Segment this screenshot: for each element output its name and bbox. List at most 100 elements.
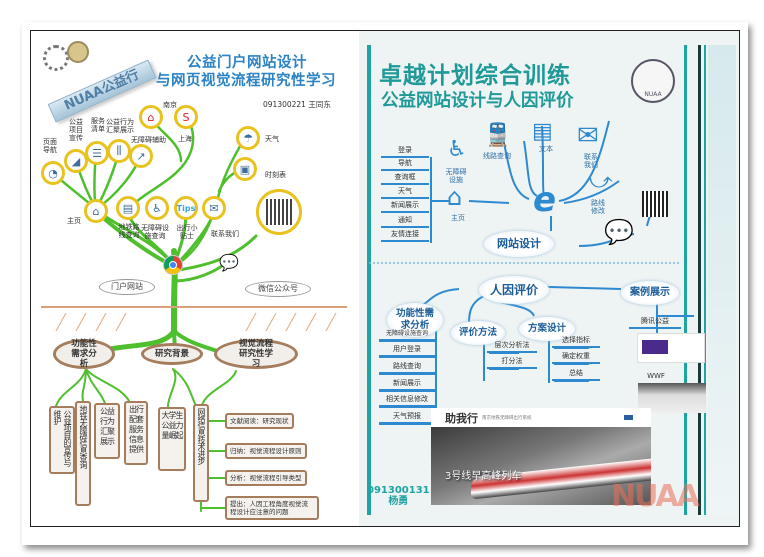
home-icon: ⌂ bbox=[84, 199, 108, 223]
banner-title: 助我行 bbox=[445, 411, 478, 425]
node-label: 地铁路线查询 bbox=[118, 223, 140, 239]
func-list-item: 相关信息修改 bbox=[379, 394, 435, 407]
oval-hf-eval: 人因评价 bbox=[479, 276, 549, 304]
node-label: 页面导航 bbox=[43, 138, 57, 154]
accessibility-icon: ♿ bbox=[145, 196, 169, 220]
case-item: 腾讯公益 bbox=[629, 316, 681, 329]
func-box: 地铁无障碍信息查询 bbox=[75, 401, 91, 506]
oval-case-show: 案例展示 bbox=[621, 281, 679, 305]
site-banner: 助我行 南京地铁无障碍出行系统 bbox=[431, 408, 651, 427]
icon-label: 线路查询 bbox=[483, 152, 511, 160]
author: 091300221 王同东 bbox=[263, 100, 331, 109]
node-label: 公益行为汇聚展示 bbox=[106, 118, 134, 134]
arrow-icon: ↗ bbox=[129, 144, 153, 168]
node-label: 时刻表 bbox=[265, 171, 286, 179]
func-list-item: 无障碍设施查询 bbox=[379, 328, 435, 341]
func-list-item: 新闻展示 bbox=[379, 378, 435, 391]
oval-func-analysis: 功能性需求分析 bbox=[387, 303, 443, 337]
func-list-item: 天气预报 bbox=[379, 411, 435, 424]
mindmap-lines bbox=[369, 120, 694, 463]
node-label: 联系我们 bbox=[211, 230, 239, 238]
qr-code[interactable] bbox=[642, 191, 668, 217]
nav-list-item: 登录 bbox=[381, 145, 429, 158]
right-accent-bar bbox=[698, 45, 701, 515]
wechat-icon: 💬 bbox=[604, 218, 634, 246]
node-label: 天气 bbox=[265, 135, 279, 143]
right-title-line1: 卓越计划综合训练 bbox=[379, 63, 571, 89]
oval-eval-method: 评价方法 bbox=[451, 321, 505, 345]
metro-icon: ▤ bbox=[116, 196, 140, 220]
icon-label: 路线修改 bbox=[591, 199, 605, 215]
icon-label: 文本 bbox=[539, 145, 553, 153]
node-label: 公益项目宣传 bbox=[69, 118, 83, 142]
poster-canvas: NUAA公益行 公益门户网站设计 与网页视觉流程研究性学习 091300221 … bbox=[30, 30, 740, 527]
method-list-item: 层次分析法 bbox=[487, 340, 537, 353]
nav-list-item: 导航 bbox=[381, 158, 429, 171]
nav-list-item: 天气 bbox=[381, 186, 429, 199]
right-title-line2: 公益网站设计与人因评价 bbox=[381, 91, 574, 111]
shanghai-icon: S bbox=[174, 105, 198, 129]
badge-icon bbox=[67, 41, 89, 63]
nav-list-item: 友情连接 bbox=[381, 229, 429, 242]
university-seal: NUAA bbox=[631, 59, 675, 103]
tencent-screenshot bbox=[637, 333, 705, 363]
qr-code[interactable] bbox=[256, 189, 302, 235]
document-icon: ▤ bbox=[532, 119, 553, 144]
oval-plan-design: 方案设计 bbox=[519, 317, 575, 341]
plan-list-item: 选择指标 bbox=[552, 335, 600, 348]
weather-icon: ☂ bbox=[236, 126, 260, 150]
nav-list-item: 新闻展示 bbox=[381, 200, 429, 213]
node-label: 无障碍设施查询 bbox=[141, 224, 169, 240]
people-icon: ⫼ bbox=[107, 139, 131, 163]
node-label: 服务清单 bbox=[91, 117, 105, 133]
author-name: 杨勇 bbox=[388, 496, 409, 507]
seal-text: NUAA bbox=[644, 91, 662, 98]
mail-icon: ✉ bbox=[202, 196, 226, 220]
bubble-wechat: 微信公众号 bbox=[245, 281, 311, 297]
node-label: 上海 bbox=[178, 135, 192, 143]
checklist-icon: ☰ bbox=[85, 141, 109, 165]
icon-label: 主页 bbox=[451, 214, 465, 222]
nuaa-watermark: NUAA bbox=[611, 479, 700, 514]
left-poster: NUAA公益行 公益门户网站设计 与网页视觉流程研究性学习 091300221 … bbox=[31, 31, 357, 526]
oval-site-design: 网站设计 bbox=[484, 231, 554, 257]
timetable-icon: ▣ bbox=[233, 157, 257, 181]
mail-icon: ✉ bbox=[577, 121, 599, 151]
gear-icon bbox=[43, 45, 69, 71]
oval-functional-analysis: 功能性需求分析 bbox=[53, 339, 115, 369]
node-label: 出行小贴士 bbox=[176, 224, 198, 240]
tips-icon: Tips bbox=[174, 196, 198, 220]
page-nav-icon: ◔ bbox=[41, 161, 65, 185]
node-label: 主页 bbox=[67, 217, 81, 225]
plan-list-item: 总结 bbox=[552, 368, 600, 381]
megaphone-icon: ◢ bbox=[64, 149, 88, 173]
icon-label: 无障碍设施 bbox=[445, 168, 467, 184]
author-block: 091300131 杨勇 bbox=[367, 485, 430, 507]
background-box: 网络信息技术进步 bbox=[193, 404, 209, 502]
func-box: 出行配套服务信息提供 bbox=[124, 401, 148, 465]
right-accent-bar bbox=[684, 45, 687, 515]
route-icon: ⤻ bbox=[589, 169, 613, 194]
background-box: 大学生公益力量崛起 bbox=[158, 407, 186, 471]
node-label: 无障碍辅助 bbox=[131, 136, 166, 144]
right-poster: 卓越计划综合训练 公益网站设计与人因评价 NUAA 登录 导航 查询框 天气 新… bbox=[359, 31, 739, 526]
case-item: WWF bbox=[647, 372, 665, 380]
visual-box: 分析：视觉流程引导类型 bbox=[225, 470, 307, 486]
photo-caption: 3号线早高峰列车 bbox=[445, 471, 522, 482]
ie-browser-icon: e bbox=[533, 180, 557, 220]
visual-box: 提出：人因工程角度视觉流程设计应注意的问题 bbox=[225, 496, 319, 520]
func-list-item: 路线查询 bbox=[379, 361, 435, 374]
nav-list-item: 通知 bbox=[381, 215, 429, 228]
wechat-icon: 💬 bbox=[219, 253, 239, 272]
left-accent-bar bbox=[367, 45, 371, 515]
visual-box: 文献阅读：研究现状 bbox=[225, 413, 294, 429]
banner-button[interactable] bbox=[624, 415, 633, 420]
chrome-icon bbox=[163, 255, 183, 275]
func-box: 公益行为汇聚展示 bbox=[94, 403, 120, 459]
author-id: 091300131 bbox=[367, 485, 430, 496]
method-list-item: 打分法 bbox=[487, 356, 537, 369]
title-line1: 公益门户网站设计 bbox=[187, 55, 307, 71]
plan-list-item: 确定权重 bbox=[552, 351, 600, 364]
oval-research-background: 研究背景 bbox=[141, 343, 203, 365]
nav-list-item: 查询框 bbox=[381, 172, 429, 185]
